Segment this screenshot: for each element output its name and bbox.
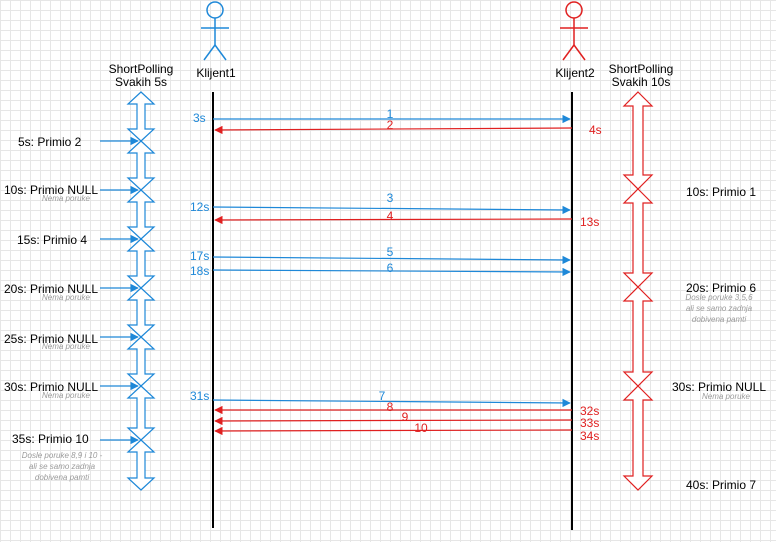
right-polling-interval: Svakih 10s (611, 75, 671, 89)
left-event-label: 5s: Primio 2 (18, 135, 82, 149)
message-time: 33s (580, 416, 600, 430)
polling-segment-arrow (622, 91, 654, 190)
left-event-note: Dosle poruke 8,9 i 10 - (21, 451, 103, 460)
message-arrow (212, 255, 571, 265)
message-arrow (212, 267, 571, 277)
left-event-label: 25s: Primio NULL (4, 332, 99, 346)
left-event-note: dobivena pamti (34, 473, 90, 482)
polling-segment-arrow (126, 336, 156, 387)
message-time: 34s (580, 429, 600, 443)
left-event-label: 15s: Primio 4 (17, 233, 88, 247)
message-number: 4 (386, 209, 394, 223)
message-number: 7 (378, 389, 386, 403)
polling-segment-arrow (126, 189, 156, 240)
left-polling-interval: Svakih 5s (114, 75, 168, 89)
polling-segment-arrow (126, 439, 156, 491)
polling-segment-arrow (622, 385, 654, 491)
actor-klijent1-icon (201, 1, 229, 61)
message-arrow (214, 125, 573, 135)
polling-segment-arrow (126, 287, 156, 338)
left-event-note: Nema poruke (41, 293, 91, 302)
message-number: 6 (386, 261, 394, 275)
polling-segment-arrow (126, 238, 156, 289)
left-event-arrows (100, 136, 139, 445)
message-time: 3s (193, 111, 206, 125)
message-number: 10 (414, 421, 428, 435)
left-event-label: 30s: Primio NULL (4, 380, 99, 394)
right-event-label: 20s: Primio 6 (686, 281, 757, 295)
message-time: 17s (190, 249, 210, 263)
message-time: 12s (190, 200, 210, 214)
message-time: 18s (190, 264, 210, 278)
message-arrows (212, 114, 573, 436)
polling-segment-arrow (126, 140, 156, 191)
message-number: 3 (386, 191, 394, 205)
message-time: 31s (190, 389, 210, 403)
left-event-note: Nema poruke (41, 342, 91, 351)
right-event-note: ali se samo zadnja (685, 304, 753, 313)
message-number: 8 (386, 400, 394, 414)
message-number: 5 (386, 245, 394, 259)
right-event-note: Nema poruke (701, 392, 751, 401)
right-event-label: 40s: Primio 7 (686, 478, 757, 492)
message-number: 1 (386, 107, 394, 121)
message-time: 13s (580, 215, 600, 229)
left-polling-chain (126, 91, 156, 491)
message-arrow (214, 416, 573, 426)
actor-klijent2-label: Klijent2 (555, 66, 595, 80)
message-number: 9 (401, 410, 409, 424)
left-event-label: 10s: Primio NULL (4, 183, 99, 197)
left-event-note: Nema poruke (41, 194, 91, 203)
message-arrow (212, 398, 571, 408)
left-polling-title: ShortPolling (108, 62, 174, 76)
left-event-note: Nema poruke (41, 391, 91, 400)
left-event-note: ali se samo zadnja (28, 462, 96, 471)
message-number: 2 (386, 118, 394, 132)
message-arrow (214, 426, 573, 436)
message-arrow (214, 215, 573, 225)
polling-segment-arrow (622, 188, 654, 288)
message-time: 4s (589, 123, 602, 137)
message-time: 32s (580, 404, 600, 418)
left-event-label: 20s: Primio NULL (4, 282, 99, 296)
right-event-label: 10s: Primio 1 (686, 185, 757, 199)
actor-klijent1-label: Klijent1 (196, 66, 236, 80)
polling-segment-arrow (622, 286, 654, 387)
right-event-label: 30s: Primio NULL (672, 380, 767, 394)
message-arrow (212, 205, 571, 215)
right-event-note: dobivena pamti (691, 315, 747, 324)
right-event-note: Dosle poruke 3,5,6 (685, 293, 753, 302)
actor-klijent2-icon (560, 1, 588, 61)
left-event-label: 35s: Primio 10 (12, 432, 89, 446)
right-polling-chain (622, 91, 654, 491)
right-polling-title: ShortPolling (608, 62, 674, 76)
polling-segment-arrow (126, 385, 156, 441)
polling-segment-arrow (126, 91, 156, 142)
